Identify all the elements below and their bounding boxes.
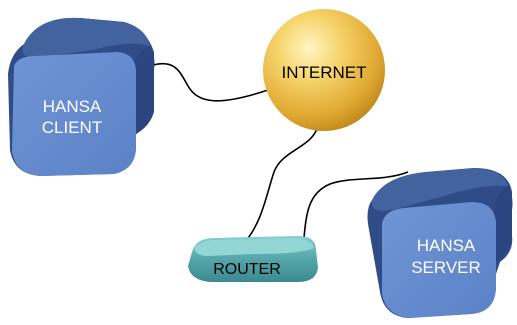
client-label-line2: CLIENT: [42, 118, 102, 137]
client-label-line1: HANSA: [43, 97, 102, 116]
cable-client-internet: [149, 62, 269, 102]
server-label-line2: SERVER: [411, 258, 481, 277]
cable-internet-router: [244, 125, 319, 243]
cable-router-server: [302, 171, 409, 249]
internet-label: INTERNET: [282, 63, 367, 82]
server-computer-box: HANSA SERVER: [367, 168, 513, 318]
router-label: ROUTER: [213, 261, 281, 278]
client-computer-box: HANSA CLIENT: [8, 17, 155, 176]
server-label-line1: HANSA: [417, 236, 476, 255]
internet-globe: INTERNET: [263, 9, 385, 131]
router-device: ROUTER: [188, 236, 318, 282]
